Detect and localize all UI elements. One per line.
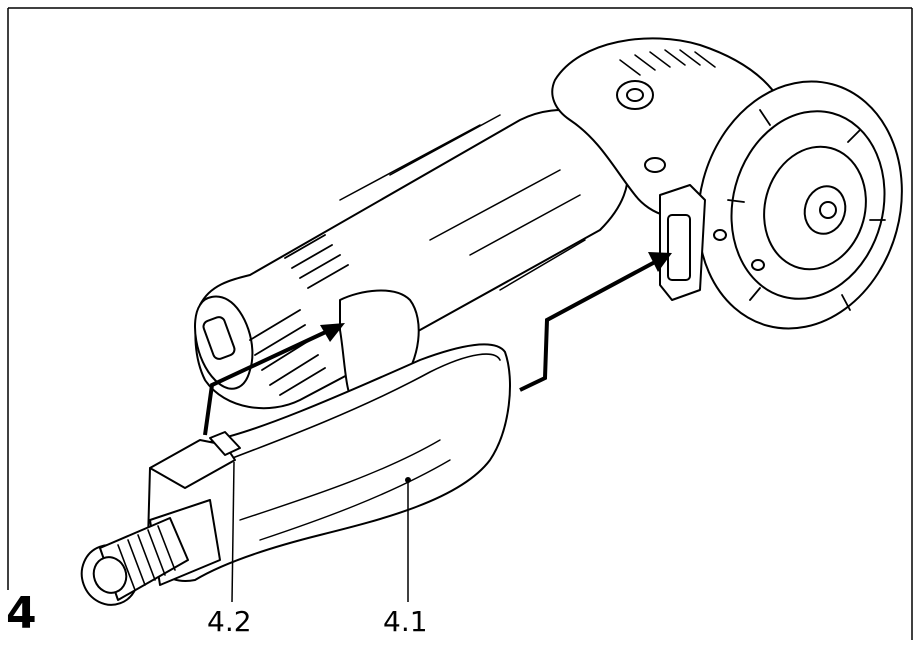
motor-housing — [194, 109, 630, 410]
hose-connector-opening — [92, 556, 128, 594]
assembly-arrows — [203, 252, 672, 436]
callout-4-2: 4.2 — [207, 605, 252, 638]
body-contour — [339, 114, 586, 291]
label-dot-4-1 — [405, 477, 411, 483]
arrow-front-path — [519, 260, 656, 392]
hood-clip-slot — [209, 431, 241, 456]
arrow-front-head — [648, 252, 672, 272]
hose-connector-ribs — [117, 525, 176, 591]
arrow-rear-head — [320, 323, 345, 342]
power-tool-illustration — [194, 37, 903, 410]
head-screw — [644, 157, 666, 173]
hood-body — [147, 343, 511, 582]
grip-ribs — [249, 234, 349, 396]
arrow-rear-path — [203, 328, 331, 436]
pad-notches — [727, 109, 886, 311]
leader-line-4-2 — [231, 461, 235, 603]
side-screw — [713, 229, 727, 241]
figure-number: 4 — [6, 588, 37, 639]
extraction-hood — [80, 343, 511, 606]
front-latch-slot — [667, 214, 691, 281]
side-screw-2 — [751, 259, 765, 271]
hood-contour — [239, 439, 451, 541]
center-bolt — [819, 201, 837, 219]
rear-switch — [202, 316, 236, 360]
spindle-lock-inner — [626, 88, 644, 102]
callout-4-1: 4.1 — [383, 605, 428, 638]
head-vents — [619, 49, 716, 76]
hood-top-edge — [221, 353, 501, 463]
